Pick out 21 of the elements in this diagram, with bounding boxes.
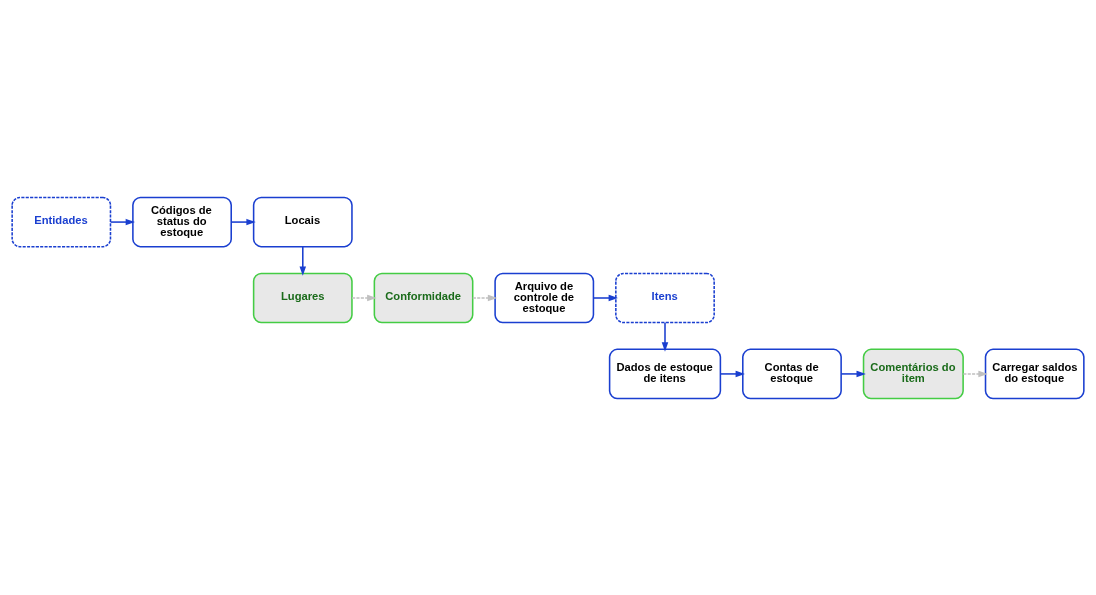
node-box: Comentários do item <box>862 348 964 399</box>
arrow <box>472 294 498 301</box>
node-box: Conformidade <box>373 272 474 323</box>
node-box: Itens <box>615 272 715 323</box>
arrow <box>299 245 307 276</box>
node-box: Lugares <box>252 272 353 323</box>
arrow <box>351 294 377 301</box>
arrow <box>109 218 135 225</box>
arrow <box>230 218 256 225</box>
node-box: Carregar saldos do estoque <box>984 348 1085 399</box>
node-box: Entidades <box>11 196 112 247</box>
node-box: Dados de estoque de itens <box>608 348 722 399</box>
node-box: Locais <box>252 196 353 247</box>
node-box: Contas de estoque <box>742 348 842 399</box>
arrow <box>592 294 618 301</box>
arrow <box>840 370 866 377</box>
arrow <box>962 370 988 377</box>
arrow <box>661 321 669 352</box>
arrow <box>719 370 745 377</box>
node-box: Arquivo de controle de estoque <box>494 272 595 323</box>
node-box: Códigos de status do estoque <box>132 196 232 247</box>
